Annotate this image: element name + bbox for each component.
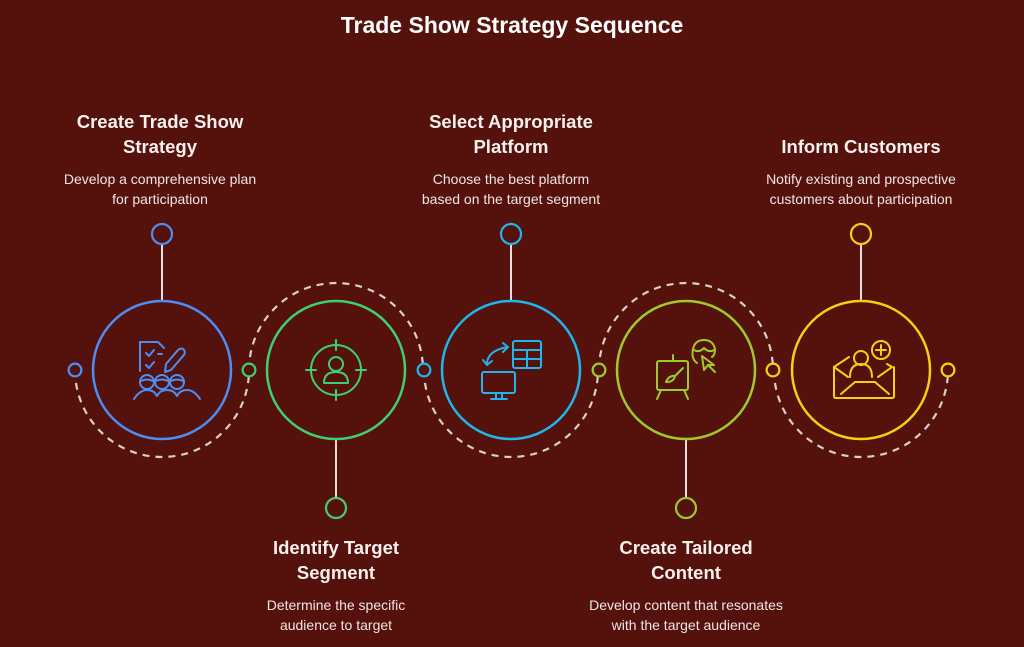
step-2-pin	[324, 496, 348, 520]
step-5-pin	[849, 222, 873, 246]
step-4-heading: Create Tailored Content	[619, 537, 753, 583]
step-1-label: Create Trade Show Strategy Develop a com…	[40, 109, 280, 209]
step-3-circle	[440, 299, 582, 441]
step-4-label: Create Tailored Content Develop content …	[566, 535, 806, 635]
step-2-heading: Identify Target Segment	[272, 537, 400, 583]
step-5-heading: Inform Customers	[781, 136, 941, 157]
step-3-pin	[499, 222, 523, 246]
mail-user-add-icon	[833, 340, 895, 399]
step-2-circle	[265, 299, 407, 441]
platform-switch-icon	[481, 340, 542, 400]
step-1-circle	[91, 299, 233, 441]
step-1-heading: Create Trade Show Strategy	[76, 111, 244, 157]
step-4-pin	[674, 496, 698, 520]
step-5-circle	[790, 299, 932, 441]
step-3-heading: Select Appropriate Platform	[429, 111, 593, 157]
connector-node-4	[591, 362, 607, 378]
connector-node-5	[765, 362, 781, 378]
diagram-title: Trade Show Strategy Sequence	[340, 12, 684, 38]
step-3-description: Choose the best platform based on the ta…	[421, 171, 601, 207]
step-2-dashed-arc	[247, 281, 425, 371]
connector-node-2	[241, 362, 257, 378]
step-5-description: Notify existing and prospective customer…	[766, 171, 956, 207]
step-1-description: Develop a comprehensive plan for partici…	[63, 171, 257, 207]
step-4-description: Develop content that resonates with the …	[589, 597, 783, 633]
step-5-dashed-arc	[772, 369, 950, 459]
easel-user-cursor-icon	[656, 339, 716, 400]
step-3-dashed-arc	[422, 369, 600, 459]
step-1-pin	[150, 222, 174, 246]
connector-node-1	[67, 362, 83, 378]
step-2-label: Identify Target Segment Determine the sp…	[216, 535, 456, 635]
step-2-description: Determine the specific audience to targe…	[266, 597, 406, 633]
target-person-icon	[305, 339, 367, 401]
connector-node-3	[416, 362, 432, 378]
step-5-label: Inform Customers Notify existing and pro…	[741, 134, 981, 209]
step-nodes	[91, 299, 932, 441]
connector-node-6	[940, 362, 956, 378]
step-4-dashed-arc	[597, 281, 775, 371]
step-3-label: Select Appropriate Platform Choose the b…	[391, 109, 631, 209]
dashed-arcs	[73, 281, 950, 459]
step-1-dashed-arc	[73, 369, 251, 459]
checklist-team-icon	[133, 341, 201, 400]
step-4-circle	[615, 299, 757, 441]
connector-pins	[67, 222, 956, 520]
